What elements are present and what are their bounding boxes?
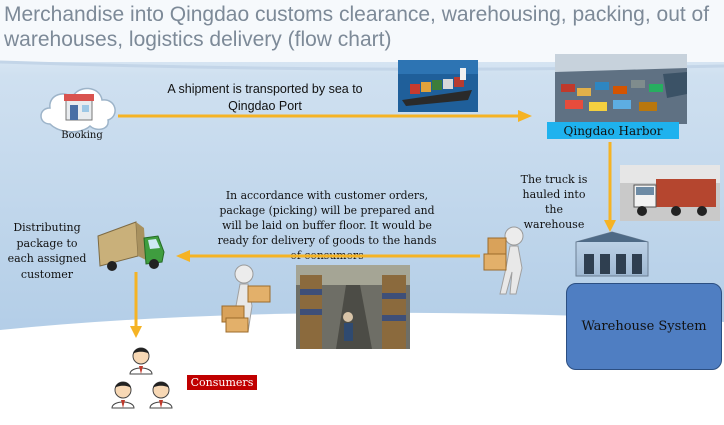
truck-label: The truck is hauled into the warehouse bbox=[520, 173, 588, 231]
qingdao-harbor-image bbox=[555, 54, 687, 124]
consumer-person-icon bbox=[149, 381, 173, 409]
warehouse-building-icon bbox=[575, 231, 649, 277]
booking-label: Booking bbox=[61, 130, 103, 141]
consumers-label: Consumers bbox=[187, 375, 257, 390]
sea-transport-label: A shipment is transported by sea to Qing… bbox=[167, 82, 363, 113]
consumer-person-icon bbox=[129, 347, 153, 375]
warehouse-system-box: Warehouse System bbox=[566, 283, 722, 370]
consumer-person-icon bbox=[111, 381, 135, 409]
worker-carrying-boxes-icon bbox=[483, 226, 524, 295]
worker-stacking-boxes-icon bbox=[221, 264, 271, 333]
arrow-sea-route bbox=[118, 110, 532, 122]
arrow-picking-to-distribution bbox=[176, 250, 480, 262]
page-title: Merchandise into Qingdao customs clearan… bbox=[4, 3, 710, 51]
delivery-truck-icon bbox=[97, 221, 165, 271]
qingdao-harbor-label: Qingdao Harbor bbox=[547, 122, 679, 139]
truck-image bbox=[620, 165, 720, 221]
distributing-label: Distributing package to each assigned cu… bbox=[7, 221, 87, 281]
picking-description: In accordance with customer orders, pack… bbox=[217, 189, 437, 262]
arrow-to-consumers bbox=[130, 272, 142, 338]
warehouse-interior-image bbox=[296, 265, 410, 349]
booking-shop-icon bbox=[40, 87, 116, 133]
cargo-ship-image bbox=[398, 60, 478, 112]
arrow-harbor-to-warehouse bbox=[604, 142, 616, 232]
